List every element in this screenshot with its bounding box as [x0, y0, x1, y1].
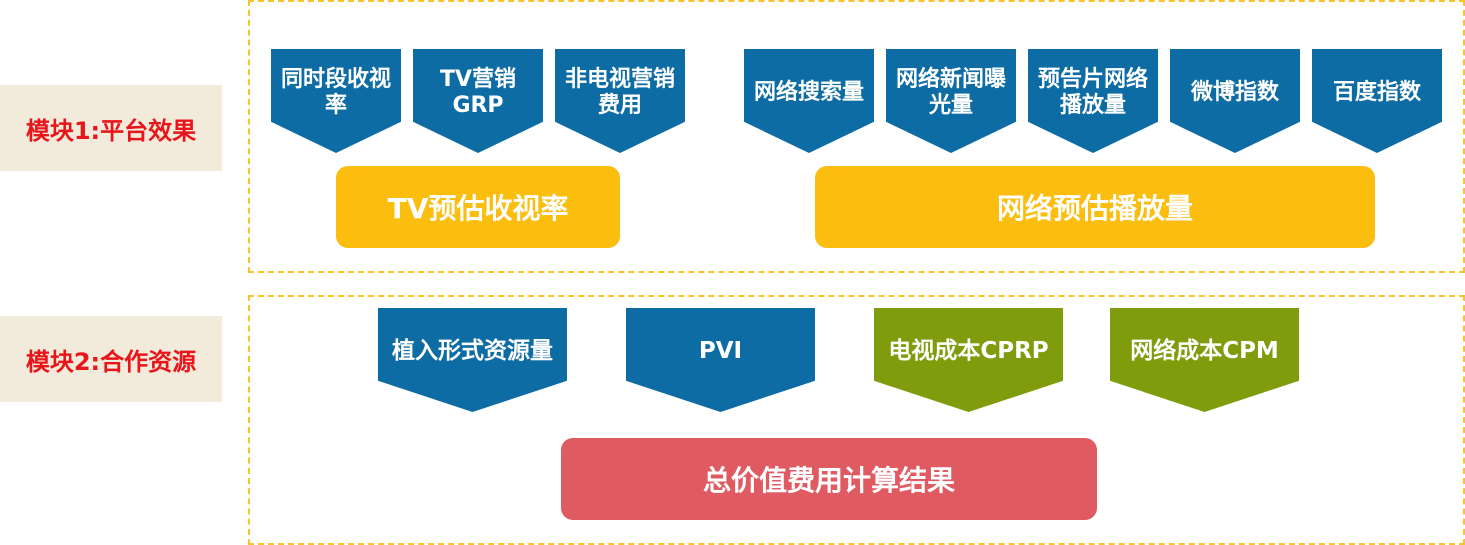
total-value-result: 总价值费用计算结果 — [561, 438, 1097, 520]
placement-resource-volume-text: 植入形式资源量 — [392, 338, 553, 365]
tv-input-simultaneous-rating-text: 同时段收视率 — [280, 66, 391, 118]
tv-cost-cprp-text: 电视成本CPRP — [888, 338, 1049, 365]
net-input-baidu-index-text: 百度指数 — [1332, 79, 1421, 105]
net-input-search-volume: 网络搜索量 — [744, 49, 874, 153]
net-input-weibo-index-text: 微博指数 — [1190, 79, 1279, 105]
net-input-news-exposure-text: 网络新闻曝光量 — [895, 66, 1006, 118]
tv-input-non-tv-marketing-cost-text: 非电视营销费用 — [564, 66, 675, 118]
tv-estimated-rating-result-text: TV预估收视率 — [387, 192, 569, 225]
net-input-trailer-plays-text: 预告片网络播放量 — [1037, 66, 1148, 118]
net-estimated-plays-result-text: 网络预估播放量 — [996, 192, 1193, 225]
module-2-panel — [248, 295, 1465, 545]
tv-estimated-rating-result: TV预估收视率 — [336, 166, 620, 248]
module-2-label-text: 模块2:合作资源 — [25, 347, 197, 376]
pvi-text: PVI — [698, 338, 743, 365]
module-1-panel — [248, 0, 1465, 273]
net-cost-cpm-text: 网络成本CPM — [1130, 338, 1279, 365]
module-1-label-text: 模块1:平台效果 — [25, 116, 197, 145]
module-2-label: 模块2:合作资源 — [0, 316, 222, 402]
total-value-result-text: 总价值费用计算结果 — [702, 464, 955, 497]
tv-input-marketing-grp-text: TV营销GRP — [439, 66, 517, 118]
net-input-search-volume-text: 网络搜索量 — [753, 79, 864, 105]
module-1-label: 模块1:平台效果 — [0, 85, 222, 171]
net-estimated-plays-result: 网络预估播放量 — [815, 166, 1375, 248]
